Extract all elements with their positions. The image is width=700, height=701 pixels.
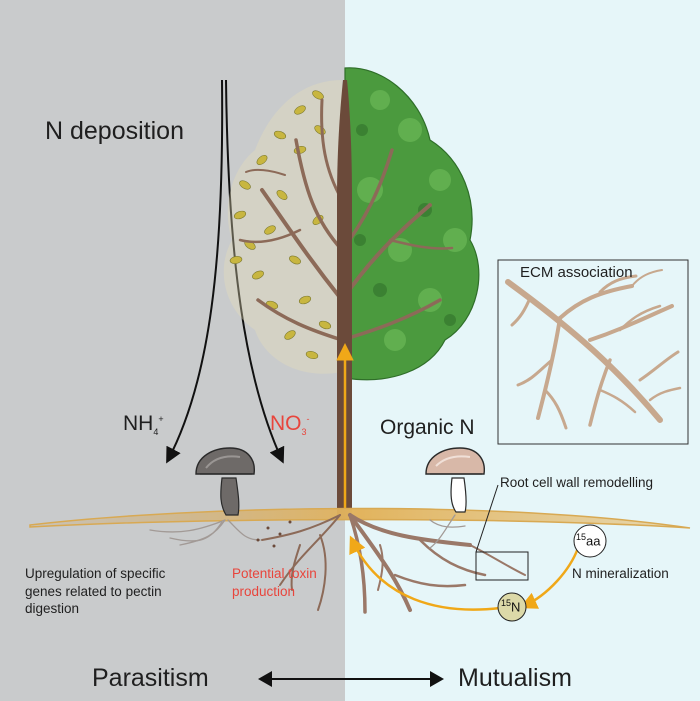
upregulation-line-3: digestion: [25, 601, 80, 617]
nh4-base: NH: [123, 412, 154, 435]
mutualism-label: Mutualism: [458, 664, 572, 692]
parasitism-panel: [0, 0, 345, 701]
no3-base: NO: [270, 412, 302, 435]
aa15-circle: [573, 524, 607, 558]
ecm-root-drawing: [505, 269, 682, 430]
n-deposition-arrows: [166, 79, 285, 464]
aa15-base: aa: [586, 533, 601, 549]
n15-base: N: [511, 599, 521, 615]
toxin-line-1: Potential toxin: [232, 566, 317, 581]
no3-superscript: -: [306, 414, 310, 424]
upregulation-line-1: Upregulation of specific: [25, 566, 166, 581]
n15-label: 15N: [501, 598, 520, 615]
no3-label: NO3 -: [270, 412, 310, 438]
toxin-label: Potential toxin production: [232, 565, 317, 600]
root-cell-wall-label: Root cell wall remodelling: [500, 475, 654, 490]
ecm-association-label: ECM association: [520, 264, 633, 281]
nh4-label: NH4 +: [123, 412, 164, 438]
parasitism-mutualism-arrow: [258, 671, 444, 687]
nh4-subscript: 4: [153, 427, 159, 438]
upregulation-label: Upregulation of specific genes related t…: [25, 565, 165, 618]
tree-trunk: [337, 80, 352, 520]
n-deposition-label: N deposition: [45, 117, 184, 145]
no3-subscript: 3: [301, 427, 307, 438]
right-roots: [348, 513, 526, 614]
n-mineralization-label: N mineralization: [572, 566, 669, 581]
tree-foliage-yellow: [223, 80, 342, 374]
n-mineralization-arrow: [519, 547, 580, 609]
tree-branches: [238, 98, 454, 342]
n-uptake-arrow: [349, 535, 501, 611]
n15-circle: [497, 592, 527, 622]
n15-superscript: 15: [501, 598, 512, 608]
toxin-line-2: production: [232, 583, 296, 599]
organic-n-label: Organic N: [380, 416, 475, 439]
root-zoom-box: [475, 551, 529, 581]
aa15-superscript: 15: [576, 532, 587, 542]
aa15-label: 15aa: [576, 532, 600, 549]
parasitism-label: Parasitism: [92, 664, 209, 692]
parasitic-fungus-mushroom: [195, 447, 255, 516]
left-roots: [149, 514, 341, 611]
upregulation-line-2: genes related to pectin: [25, 583, 162, 599]
nh4-superscript: +: [158, 414, 164, 424]
mutualist-fungus-mushroom: [425, 447, 485, 513]
